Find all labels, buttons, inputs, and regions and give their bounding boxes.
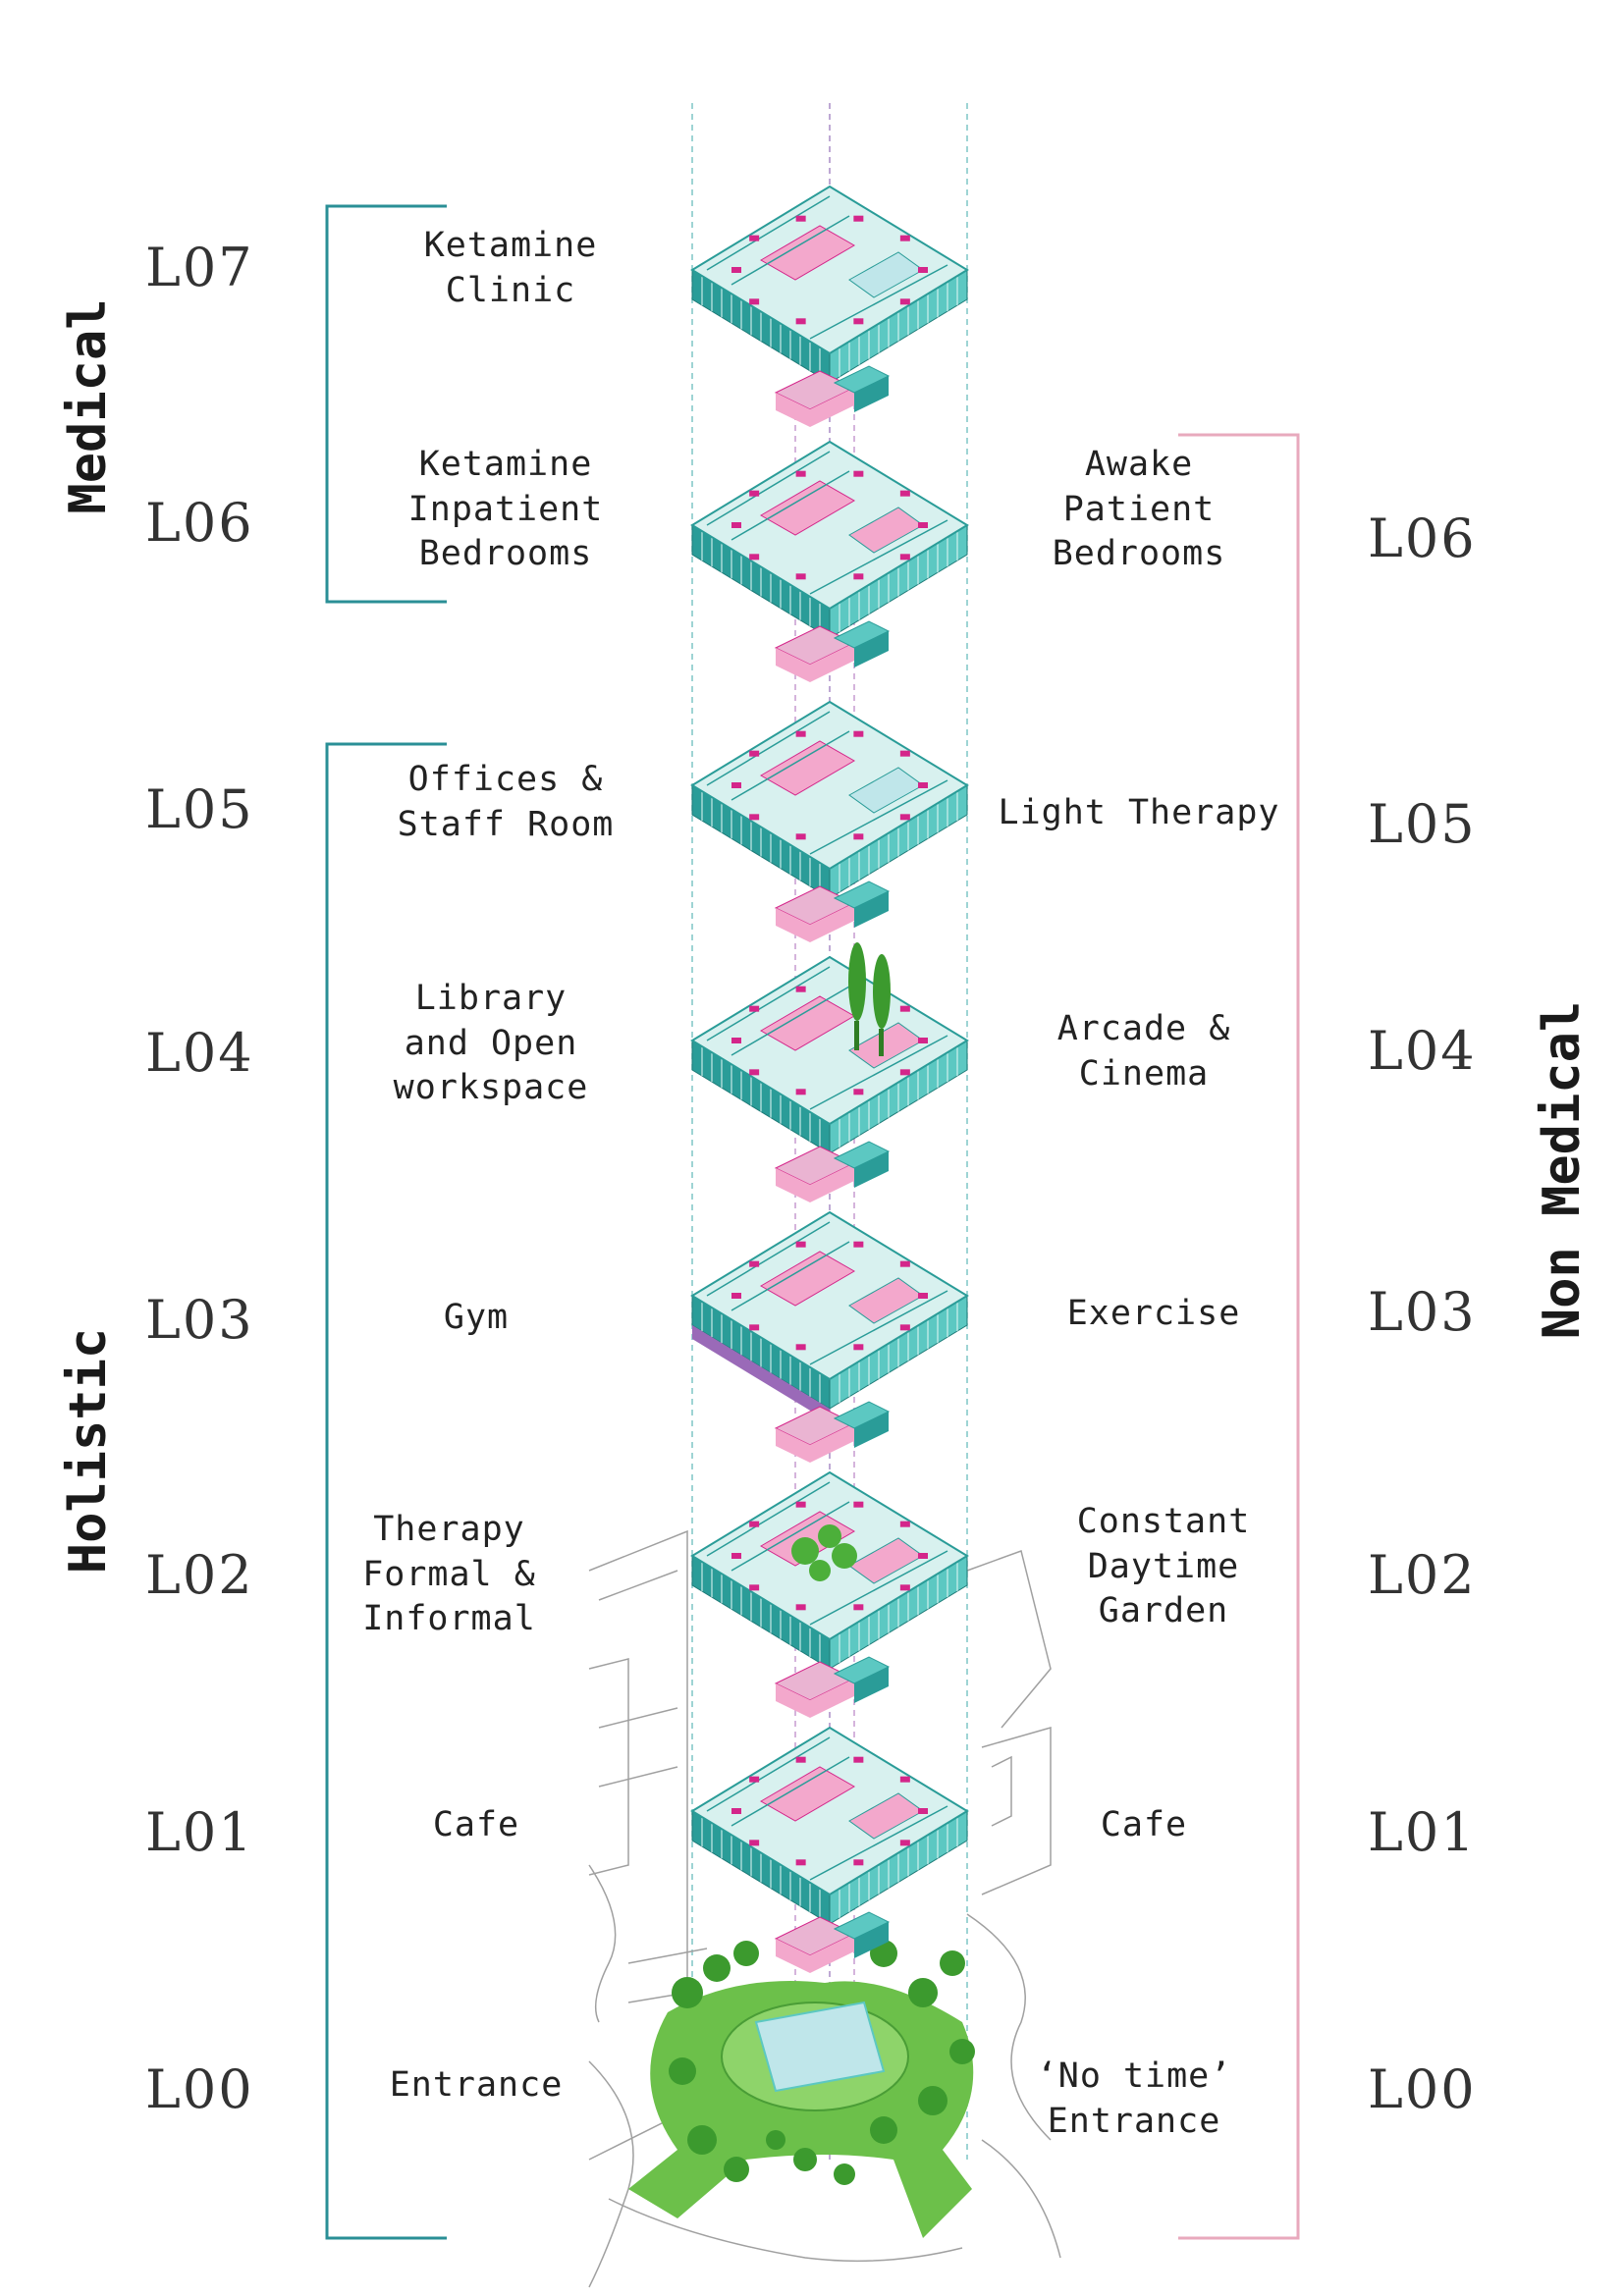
left-program-therapy: Therapy Formal & Informal xyxy=(362,1510,536,1638)
left-level-l02: L02 xyxy=(145,1544,254,1606)
right-program-no-time-entrance: ‘No time’ Entrance xyxy=(1036,2056,1232,2141)
core-2 xyxy=(774,620,891,682)
left-program-offices-staff-room: Offices & Staff Room xyxy=(397,760,615,844)
core-6 xyxy=(774,1656,891,1718)
medical-bracket xyxy=(325,204,447,604)
medical-label: Medical xyxy=(59,298,118,514)
right-level-l01: L01 xyxy=(1368,1801,1477,1863)
right-level-l02: L02 xyxy=(1368,1544,1477,1606)
non-medical-label: Non Medical xyxy=(1533,1000,1592,1340)
left-program-ketamine-inpatient-bedrooms: Ketamine Inpatient Bedrooms xyxy=(407,445,604,573)
core-5 xyxy=(774,1401,891,1463)
left-level-l06: L06 xyxy=(145,492,254,554)
floor-plate-l01 xyxy=(690,1726,969,1925)
right-level-l05: L05 xyxy=(1368,793,1477,855)
left-level-l01: L01 xyxy=(145,1801,254,1863)
right-program-light-therapy: Light Therapy xyxy=(998,793,1280,832)
left-program-library-open-workspace: Library and Open workspace xyxy=(393,979,589,1107)
right-program-constant-daytime-garden: Constant Daytime Garden xyxy=(1076,1502,1251,1630)
floor-plate-l07 xyxy=(690,185,969,384)
right-program-cafe: Cafe xyxy=(1100,1805,1188,1844)
site-context-linework xyxy=(588,1529,1061,2288)
left-level-l04: L04 xyxy=(145,1022,254,1084)
left-level-l03: L03 xyxy=(145,1289,254,1351)
left-level-l07: L07 xyxy=(145,237,254,298)
floor-plate-l02 xyxy=(690,1470,969,1670)
left-program-cafe: Cafe xyxy=(432,1805,520,1844)
right-program-exercise: Exercise xyxy=(1066,1294,1241,1333)
left-program-entrance: Entrance xyxy=(389,2065,564,2105)
courtyard-trees-l04 xyxy=(848,942,891,1056)
core-1 xyxy=(774,365,891,427)
floor-plate-l06 xyxy=(690,440,969,639)
core-4 xyxy=(774,1141,891,1202)
right-level-l04: L04 xyxy=(1368,1020,1477,1082)
non-medical-bracket xyxy=(1178,433,1300,2240)
floor-plate-l03 xyxy=(690,1210,969,1422)
holistic-bracket xyxy=(325,742,447,2240)
left-program-ketamine-clinic: Ketamine Clinic xyxy=(423,226,598,310)
ground-garden-plan xyxy=(628,1940,975,2238)
right-program-arcade-cinema: Arcade & Cinema xyxy=(1056,1009,1231,1094)
floor-plate-l05 xyxy=(690,700,969,899)
right-program-awake-patient-bedrooms: Awake Patient Bedrooms xyxy=(1052,445,1226,573)
right-level-l06: L06 xyxy=(1368,507,1477,569)
floor-plates xyxy=(690,185,969,1925)
circulation-cores xyxy=(774,365,891,1973)
left-program-gym: Gym xyxy=(443,1298,510,1337)
right-level-l03: L03 xyxy=(1368,1281,1477,1343)
core-7 xyxy=(774,1911,891,1973)
core-3 xyxy=(774,881,891,942)
right-level-l00: L00 xyxy=(1368,2058,1477,2120)
holistic-label: Holistic xyxy=(59,1327,118,1575)
floor-plate-l04 xyxy=(690,955,969,1154)
garden-trees-l02 xyxy=(791,1524,857,1581)
left-level-l05: L05 xyxy=(145,778,254,840)
left-level-l00: L00 xyxy=(145,2058,254,2120)
